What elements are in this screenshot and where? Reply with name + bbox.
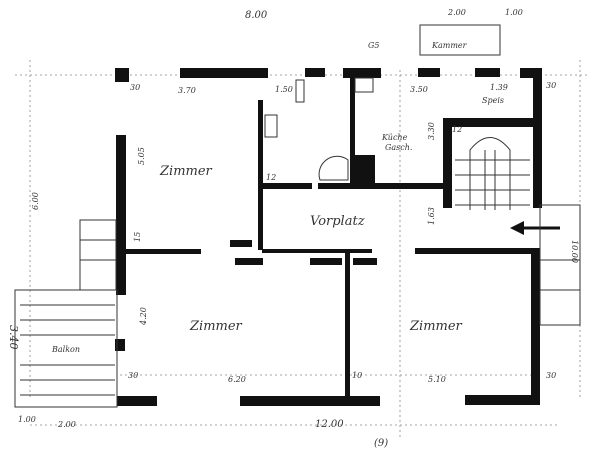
- dim-speis-width: 1.39: [490, 83, 508, 92]
- room-label-kueche: Küche: [381, 133, 408, 142]
- walls: [115, 68, 542, 406]
- dim-balkon-a: 1.00: [18, 415, 36, 424]
- dim-bottom-depth: 4.20: [139, 307, 148, 326]
- room-label-zimmer-bottom-left: Zimmer: [189, 319, 243, 334]
- balcony-grid: [14, 24, 581, 408]
- room-label-kammer: Kammer: [431, 41, 468, 50]
- dim-kitchen-depth: 3.30: [427, 122, 436, 140]
- room-label-vorplatz: Vorplatz: [310, 214, 365, 229]
- dim-wall-bl: 30: [128, 371, 138, 380]
- staircase: [455, 137, 530, 210]
- dim-balkon-b: 2.00: [57, 420, 76, 429]
- dim-bottom-total: 12.00: [315, 419, 344, 430]
- dim-wall-tl: 30: [130, 83, 140, 92]
- dim-wall-br: 30: [546, 371, 556, 380]
- dim-right-total: 10.00: [570, 240, 579, 263]
- dim-axis-mark: (9): [374, 438, 388, 449]
- dim-top-right-b: 1.00: [505, 8, 523, 17]
- room-label-speis: Speis: [482, 96, 504, 105]
- dimension-labels: 8.00 2.00 1.00 G5 30 3.70 1.50 3.50 1.39…: [7, 8, 579, 449]
- stove-icon: [354, 77, 374, 93]
- dim-zimmer-width: 3.70: [178, 86, 196, 95]
- toilet-icon: [295, 79, 305, 103]
- dim-stair-wall: 12: [452, 125, 462, 134]
- dim-bottom-right-width: 5.10: [428, 375, 446, 384]
- dim-bottom-left-width: 6.20: [228, 375, 246, 384]
- dim-wall-tr: 30: [546, 81, 556, 90]
- dim-top-right-a: 2.00: [447, 8, 466, 17]
- sink-icon: [264, 114, 278, 138]
- dim-wall-mid: 15: [133, 232, 142, 242]
- room-label-zimmer-bottom-right: Zimmer: [409, 319, 463, 334]
- dim-wall-misc: 12: [266, 173, 276, 182]
- dim-kitchen-width: 3.50: [410, 85, 428, 94]
- dim-balkon-depth: 3.40: [7, 325, 20, 350]
- bathtub-icon: [318, 155, 349, 181]
- room-label-kueche-sub: Gasch.: [385, 143, 412, 152]
- dim-top-total: 8.00: [245, 10, 268, 21]
- entrance-arrow-icon: [510, 221, 560, 235]
- dim-bath-width: 1.50: [275, 85, 293, 94]
- fixtures: [264, 77, 374, 181]
- room-label-balkon: Balkon: [51, 345, 80, 354]
- dim-partition: 10: [352, 371, 362, 380]
- room-label-zimmer-top-left: Zimmer: [159, 164, 213, 179]
- dim-zimmer-depth: 5.05: [137, 147, 146, 165]
- dim-north-mark: G5: [368, 41, 379, 50]
- dim-left-total: 6.00: [31, 192, 40, 210]
- dim-vorplatz-depth: 1.63: [427, 207, 436, 225]
